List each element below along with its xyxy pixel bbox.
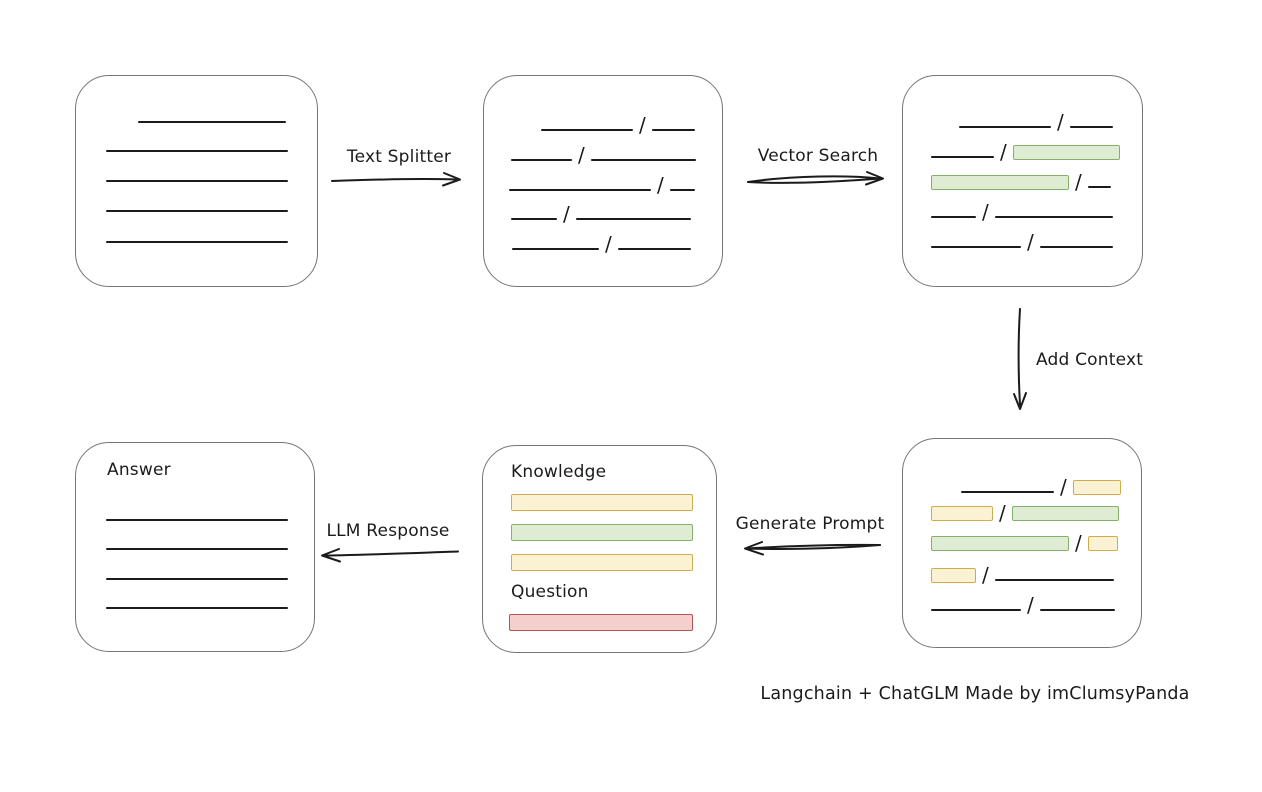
text-line (106, 150, 288, 152)
green-highlight-chip (931, 175, 1069, 190)
text-line-segment (931, 216, 976, 218)
text-line (106, 607, 288, 609)
text-splitter-arrow: Text Splitter (329, 147, 469, 189)
text-line (106, 241, 288, 243)
context-chunks-box: / / / / / (902, 438, 1142, 648)
text-line (106, 519, 288, 521)
yellow-highlight-chip (931, 506, 993, 521)
chunk-row: / (512, 232, 691, 256)
text-line-segment (651, 129, 695, 131)
slash-separator: / (982, 200, 989, 224)
right-arrow-icon (331, 172, 461, 187)
text-line-segment (509, 189, 651, 191)
slash-separator: / (639, 113, 646, 137)
text-line-segment (617, 248, 691, 250)
chunk-row: / (959, 110, 1113, 134)
add-context-label: Add Context (1036, 350, 1144, 370)
yellow-bar (511, 554, 693, 571)
text-line-segment (994, 579, 1114, 581)
chunk-row: / (511, 202, 691, 226)
answer-label: Answer (107, 460, 171, 480)
text-line-segment (1039, 246, 1113, 248)
text-line-segment (669, 189, 695, 191)
green-highlight-chip (931, 536, 1069, 551)
text-line-segment (931, 609, 1021, 611)
matched-chunks-box: / / / / / (902, 75, 1143, 287)
yellow-highlight-chip (1087, 536, 1118, 551)
chunk-row: / (931, 593, 1115, 617)
green-highlight-chip (1012, 145, 1120, 160)
chunk-row: / (931, 230, 1113, 254)
chunk-row: / (961, 475, 1121, 499)
slash-separator: / (1027, 593, 1034, 617)
chunk-row: / (931, 140, 1120, 164)
right-arrow-icon (747, 171, 884, 186)
text-line-segment (511, 218, 557, 220)
chunk-row: / (511, 143, 696, 167)
chunk-row: / (541, 113, 695, 137)
left-arrow-icon (321, 548, 459, 563)
chunk-row: / (509, 173, 695, 197)
yellow-bar (511, 494, 693, 511)
vector-search-label: Vector Search (757, 146, 879, 166)
green-bar (511, 524, 693, 541)
chunk-row: / (931, 501, 1119, 525)
slash-separator: / (578, 143, 585, 167)
slash-separator: / (1075, 170, 1082, 194)
text-line-segment (541, 129, 633, 131)
slash-separator: / (1057, 110, 1064, 134)
text-line-segment (931, 156, 994, 158)
green-highlight-chip (1011, 506, 1119, 521)
text-line (106, 548, 288, 550)
red-bar (509, 614, 693, 631)
text-line-segment (931, 246, 1021, 248)
llm-response-label: LLM Response (326, 521, 450, 541)
vector-search-arrow: Vector Search (743, 146, 893, 190)
slash-separator: / (1000, 140, 1007, 164)
slash-separator: / (999, 501, 1006, 525)
text-line-segment (511, 159, 572, 161)
text-line-segment (1087, 186, 1111, 188)
answer-box: Answer (75, 442, 315, 652)
chunk-row: / (931, 170, 1111, 194)
question-label: Question (511, 582, 589, 602)
text-line-segment (1039, 609, 1115, 611)
knowledge-label: Knowledge (511, 462, 607, 482)
slash-separator: / (563, 202, 570, 226)
split-chunks-box: / / / / / (483, 75, 723, 287)
caption: Langchain + ChatGLM Made by imClumsyPand… (760, 684, 1190, 704)
chunk-row: / (931, 531, 1118, 555)
text-line-segment (590, 159, 696, 161)
document-box (75, 75, 318, 287)
slash-separator: / (982, 563, 989, 587)
text-line-segment (959, 126, 1051, 128)
slash-separator: / (605, 232, 612, 256)
chunk-row: / (931, 563, 1114, 587)
text-line-segment (1069, 126, 1113, 128)
text-line (106, 210, 288, 212)
text-line (138, 121, 286, 123)
add-context-arrow: Add Context (1010, 306, 1160, 421)
text-line-segment (575, 218, 691, 220)
slash-separator: / (1075, 531, 1082, 555)
text-line (106, 180, 288, 182)
text-line (106, 578, 288, 580)
chunk-row: / (931, 200, 1113, 224)
slash-separator: / (1060, 475, 1067, 499)
text-line-segment (961, 491, 1054, 493)
llm-response-arrow: LLM Response (314, 521, 462, 565)
text-line-segment (994, 216, 1113, 218)
prompt-box: Knowledge Question (482, 445, 717, 653)
generate-prompt-label: Generate Prompt (735, 514, 885, 534)
yellow-highlight-chip (1072, 480, 1121, 495)
slash-separator: / (1027, 230, 1034, 254)
slash-separator: / (657, 173, 664, 197)
text-splitter-label: Text Splitter (346, 147, 452, 167)
left-arrow-icon (744, 541, 881, 556)
yellow-highlight-chip (931, 568, 976, 583)
text-line-segment (512, 248, 599, 250)
down-arrow-icon (1013, 308, 1027, 410)
generate-prompt-arrow: Generate Prompt (735, 514, 885, 558)
